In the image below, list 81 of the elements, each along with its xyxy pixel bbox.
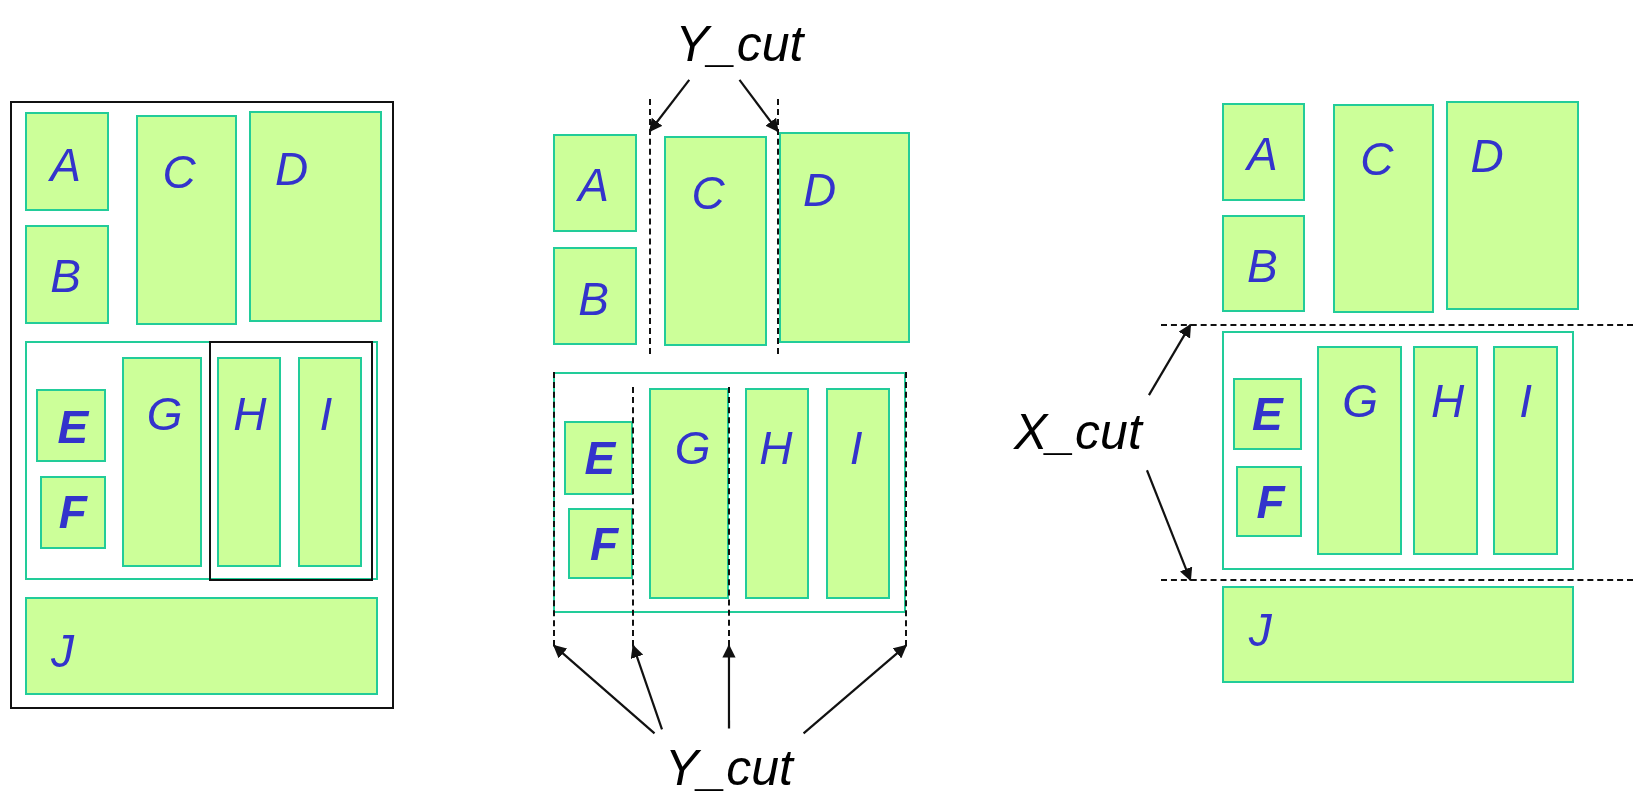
region-box	[25, 224, 110, 324]
arrow	[802, 644, 907, 735]
arrow	[722, 644, 736, 729]
region-box	[664, 136, 767, 346]
region-box	[779, 132, 911, 343]
region-letter: I	[319, 391, 333, 438]
region-letter: E	[57, 403, 89, 450]
region-letter: B	[1246, 242, 1278, 289]
region-letter: I	[1519, 377, 1533, 424]
region-letter: B	[578, 275, 609, 322]
cut-line	[1161, 323, 1633, 326]
cut-label: Y_cut	[665, 742, 793, 792]
region-box	[1221, 103, 1305, 201]
region-box	[1236, 465, 1302, 538]
region-letter: C	[691, 169, 725, 216]
arrow	[738, 79, 779, 133]
region-letter: A	[50, 141, 81, 188]
cut-label: Y_cut	[675, 18, 804, 69]
region-box	[1445, 101, 1579, 311]
region-letter: D	[803, 166, 837, 213]
arrow	[553, 644, 656, 735]
region-box	[1221, 331, 1574, 570]
region-outline	[209, 340, 373, 582]
region-letter: E	[584, 435, 616, 482]
region-letter: C	[162, 148, 196, 195]
region-box	[248, 111, 383, 322]
region-letter: J	[1248, 607, 1272, 654]
region-box	[825, 388, 891, 599]
cut-line	[632, 387, 635, 646]
region-box	[297, 357, 363, 567]
region-letter: G	[146, 391, 183, 438]
cut-line	[648, 98, 651, 355]
region-box	[216, 357, 282, 567]
region-box	[36, 389, 107, 463]
arrow	[1148, 323, 1192, 396]
region-letter: A	[1246, 131, 1278, 178]
arrow	[1145, 469, 1193, 582]
region-letter: H	[1431, 377, 1465, 424]
arrow	[630, 644, 663, 730]
region-box	[1413, 345, 1478, 556]
region-letter: I	[849, 424, 863, 471]
region-box	[1221, 214, 1305, 313]
region-box	[25, 596, 379, 695]
region-box	[553, 134, 638, 233]
region-letter: D	[1470, 133, 1504, 180]
region-box	[744, 388, 810, 599]
region-letter: E	[1252, 391, 1283, 438]
region-box	[25, 112, 110, 212]
region-letter: D	[274, 145, 309, 192]
region-box	[567, 508, 634, 580]
region-letter: F	[1256, 478, 1285, 525]
region-letter: C	[1360, 136, 1394, 183]
region-box	[136, 114, 238, 325]
region-box	[1333, 104, 1435, 314]
region-letter: G	[674, 424, 711, 471]
region-box	[553, 371, 907, 614]
region-letter: B	[50, 252, 81, 299]
region-box	[1221, 586, 1574, 684]
region-box	[1493, 345, 1558, 556]
region-letter: G	[1342, 377, 1378, 424]
cut-label: X_cut	[1013, 407, 1142, 458]
region-letter: H	[759, 424, 793, 471]
region-box	[1233, 378, 1302, 450]
region-box	[553, 246, 638, 345]
cut-line	[727, 387, 730, 646]
arrow	[648, 79, 691, 133]
region-box	[25, 340, 379, 581]
cut-line	[553, 371, 555, 646]
region-box	[1317, 345, 1402, 556]
region-box	[121, 357, 202, 567]
region-letter: H	[233, 391, 267, 438]
cut-line	[1161, 579, 1633, 582]
region-letter: F	[589, 520, 619, 567]
page-frame	[10, 101, 394, 710]
region-box	[564, 420, 634, 495]
region-letter: A	[578, 162, 609, 209]
cut-line	[905, 371, 907, 646]
region-letter: J	[50, 627, 74, 674]
region-box	[39, 475, 107, 549]
region-box	[648, 388, 729, 599]
region-letter: F	[58, 489, 87, 536]
